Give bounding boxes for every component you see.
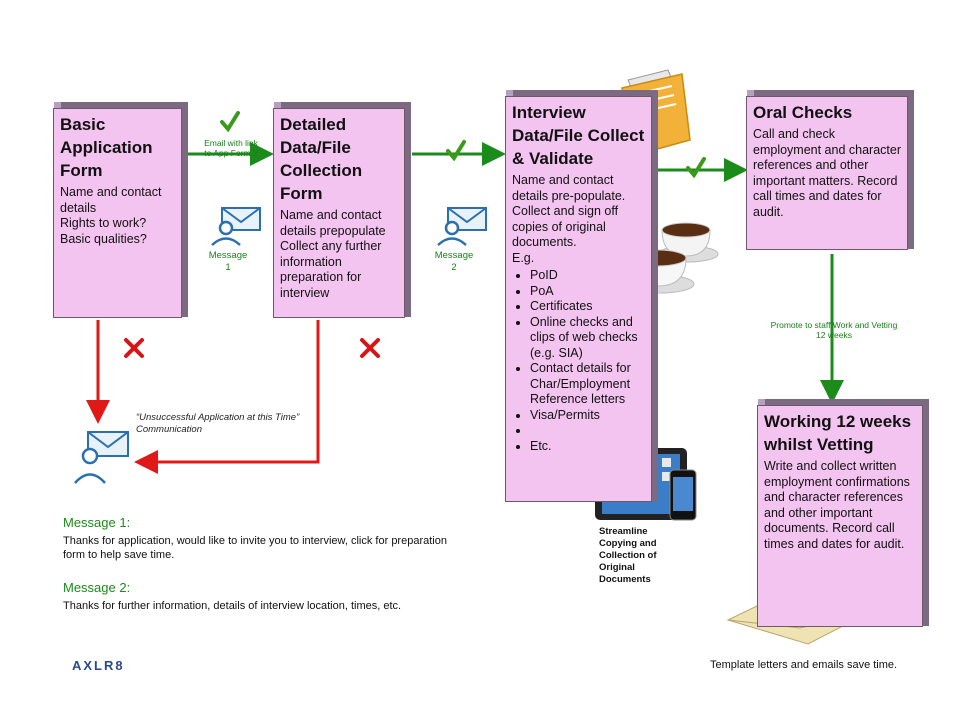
step-title: Interview Data/File Collect & Validate — [512, 103, 645, 168]
check-icon — [220, 111, 240, 133]
check-icon — [686, 157, 706, 179]
step-basic-application-form: Basic Application Form Name and contact … — [53, 108, 182, 318]
step-text: Call and check employment and character … — [753, 127, 901, 219]
check-icon — [446, 140, 466, 162]
step-text: Write and collect written employment con… — [764, 459, 910, 551]
step-line: Name and contact details — [60, 185, 162, 215]
cross-icon — [124, 338, 144, 358]
message-2-title: Message 2: — [63, 580, 131, 595]
document-item — [530, 423, 645, 439]
message-1-label: Message 1 — [208, 250, 248, 273]
step-working-12-weeks: Working 12 weeks whilst Vetting Write an… — [757, 405, 923, 627]
document-item: PoID — [530, 268, 645, 284]
step-title: Detailed Data/File Collection Form — [280, 115, 363, 203]
document-item: Visa/Permits — [530, 408, 645, 424]
step-title: Oral Checks — [753, 103, 853, 122]
document-item: Etc. — [530, 439, 645, 455]
streamline-caption: Streamline Copying and Collection of Ori… — [599, 526, 657, 585]
email-link-label: Email with link to App Form 2 — [204, 138, 258, 158]
promote-label: Promote to staff Work and Vetting 12 wee… — [770, 320, 898, 340]
cross-icon — [360, 338, 380, 358]
arrow-detailed-reject — [134, 320, 320, 474]
email-contact-icon — [74, 431, 129, 484]
document-item: Contact details for Char/Employment Refe… — [530, 361, 645, 408]
message-1-text: Thanks for application, would like to in… — [63, 535, 447, 561]
step-text: Name and contact details pre-populate. C… — [512, 173, 626, 249]
document-item: Online checks and clips of web checks (e… — [530, 315, 645, 362]
document-item: Certificates — [530, 299, 645, 315]
step-oral-checks: Oral Checks Call and check employment an… — [746, 96, 908, 250]
step-title: Basic Application Form — [60, 115, 153, 180]
message-2-label: Message 2 — [434, 250, 474, 273]
templates-caption: Template letters and emails save time. — [710, 659, 898, 671]
message-1-title: Message 1: — [63, 515, 131, 530]
company-logo: AXLR8 — [72, 658, 125, 673]
step-eg: E.g. — [512, 250, 535, 265]
step-detailed-collection-form: Detailed Data/File Collection Form Name … — [273, 108, 405, 318]
step-title: Working 12 weeks whilst Vetting — [764, 412, 912, 454]
step-line: Rights to work? — [60, 216, 147, 230]
email-contact-icon — [437, 207, 487, 246]
step-interview-collect-validate: Interview Data/File Collect & Validate N… — [505, 96, 652, 502]
step-line: Basic qualities? — [60, 231, 147, 246]
step-text: Name and contact details prepopulate Col… — [280, 208, 386, 300]
document-item: PoA — [530, 284, 645, 300]
message-2-text: Thanks for further information, details … — [63, 600, 402, 612]
unsuccessful-communication-label: “Unsuccessful Application at this Time” … — [136, 412, 300, 435]
email-contact-icon — [211, 207, 261, 246]
